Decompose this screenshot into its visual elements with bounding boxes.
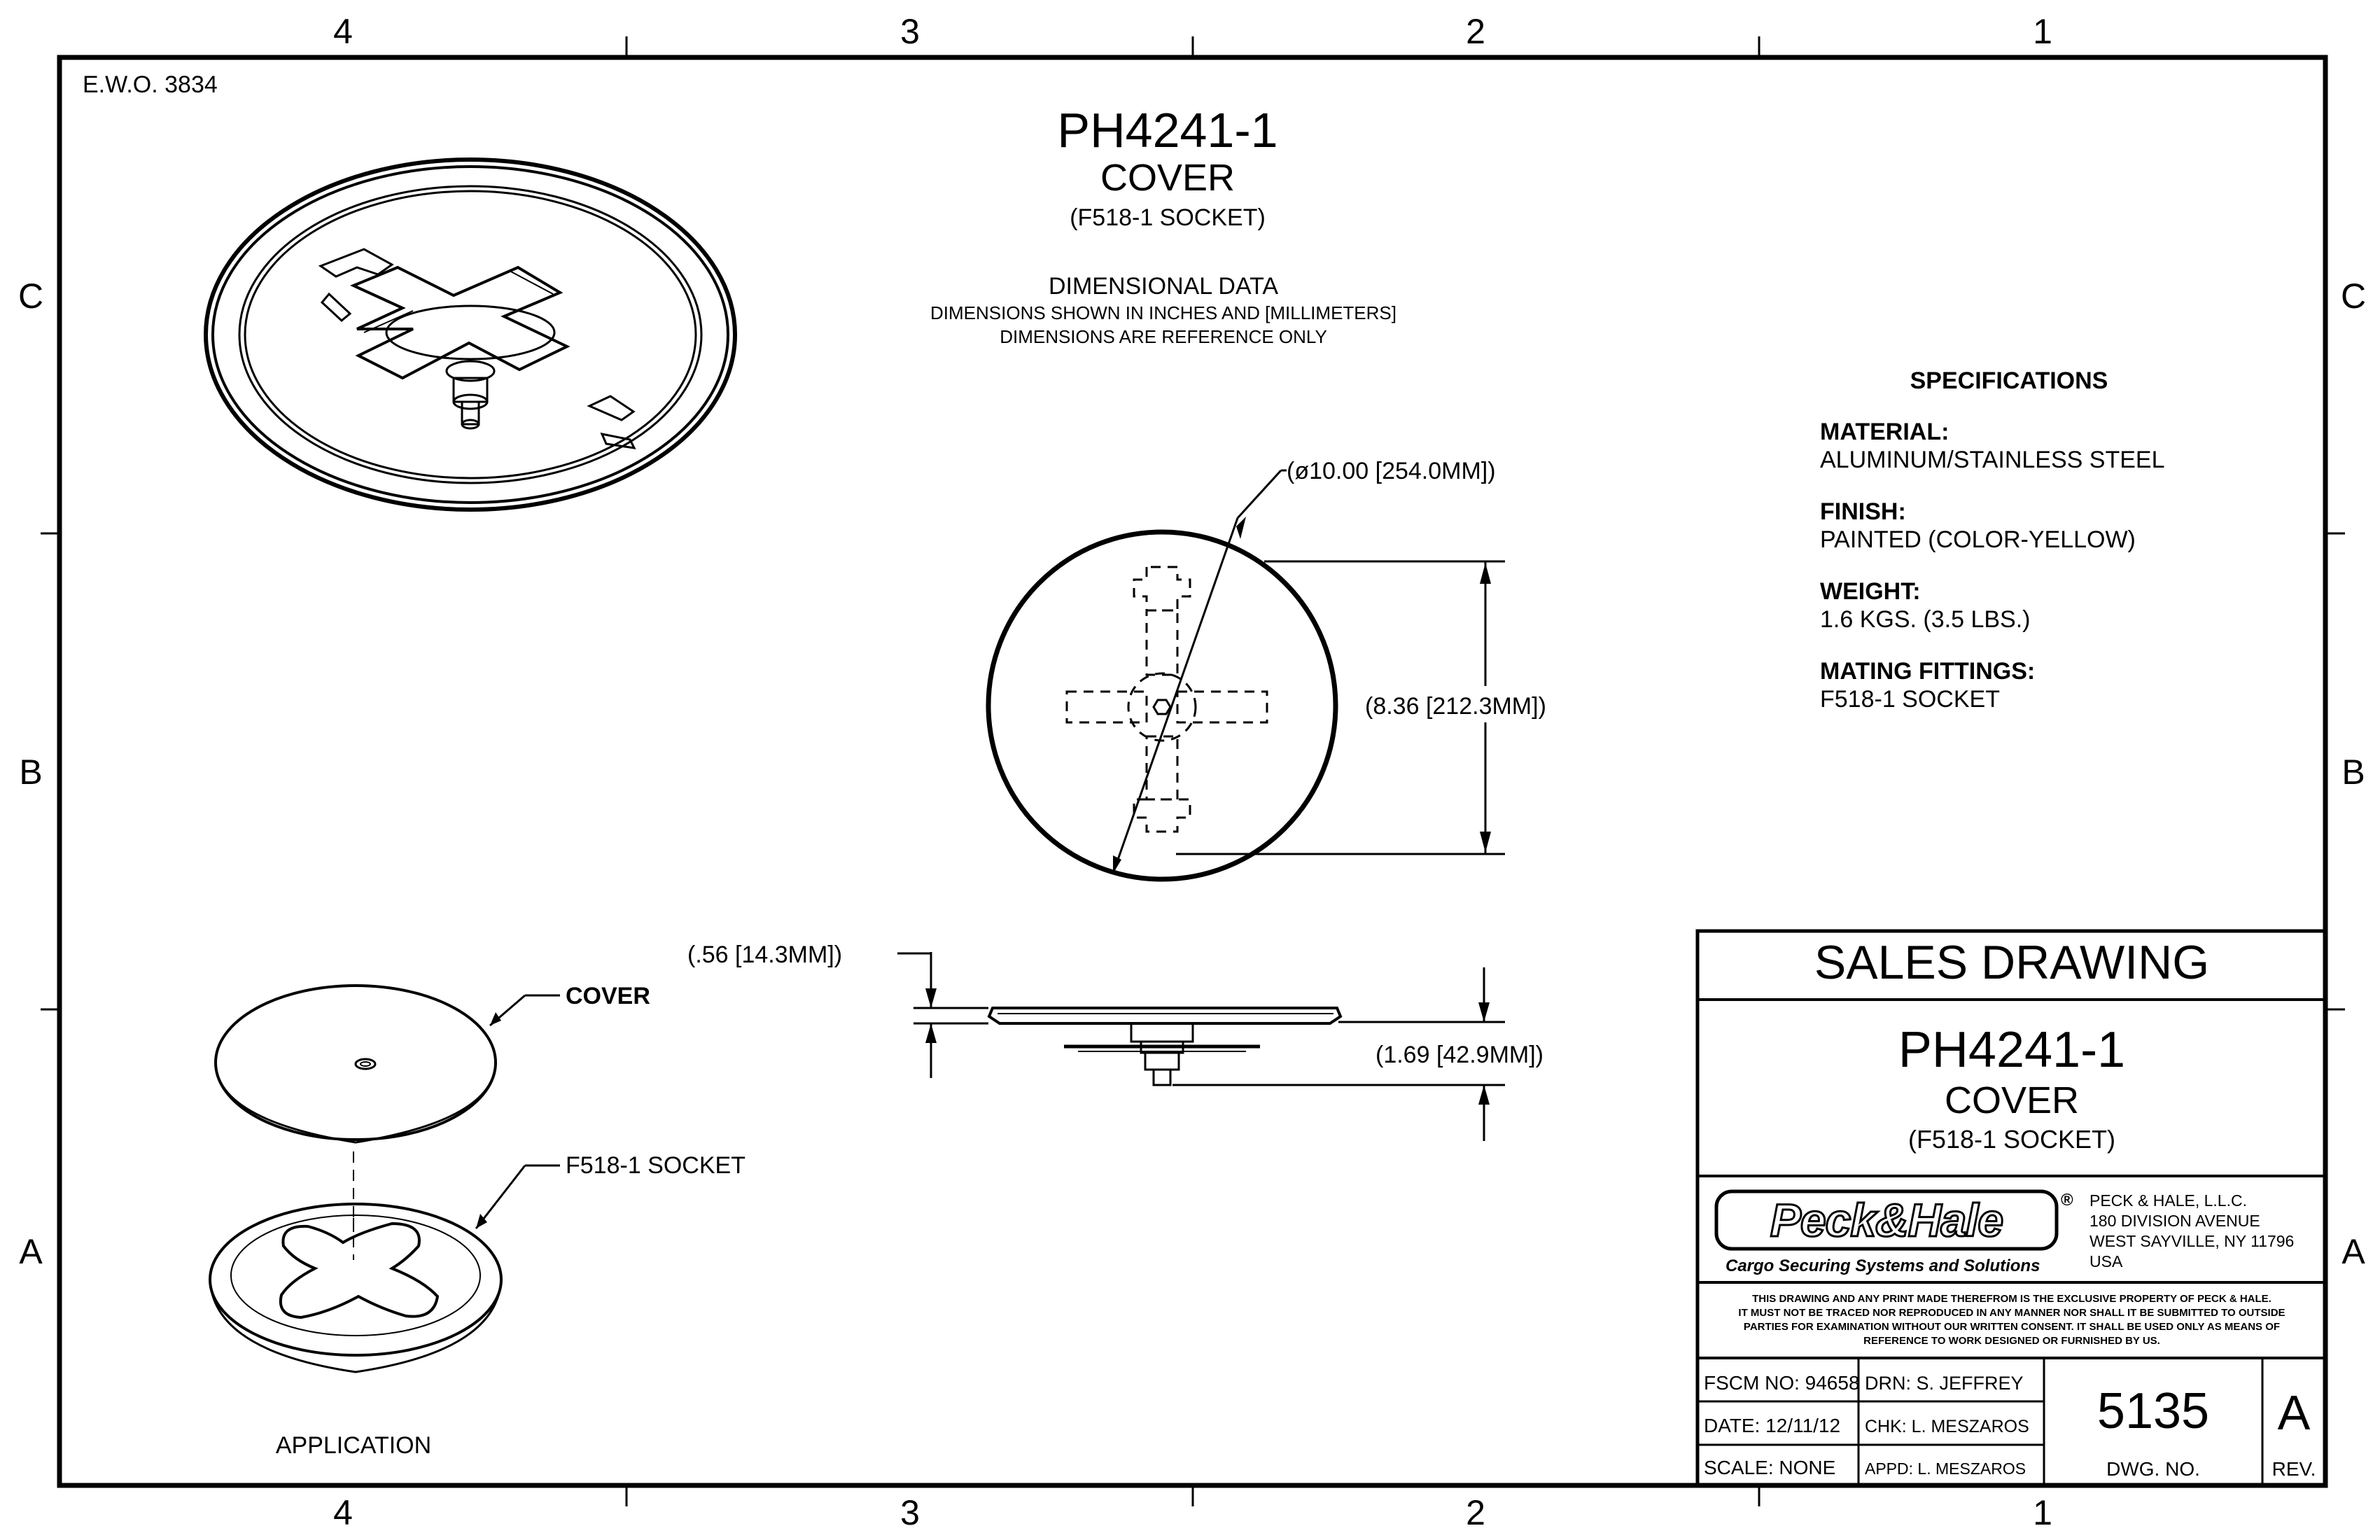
application-view: COVER F518-1 SOCKET APPLICATION [209, 983, 746, 1459]
tb-subtitle: (F518-1 SOCKET) [1908, 1125, 2115, 1154]
ewo-number: E.W.O. 3834 [83, 71, 218, 98]
overall-height-dimension: (1.69 [42.9MM]) [1376, 1042, 1544, 1068]
tb-checked: CHK: L. MESZAROS [1865, 1417, 2029, 1436]
tb-company-line4: USA [2090, 1252, 2123, 1270]
spec-mating-label: MATING FITTINGS: [1820, 658, 2035, 685]
zone-row-c-right: C [2341, 276, 2366, 316]
spec-material-value: ALUMINUM/STAINLESS STEEL [1820, 447, 2165, 473]
application-caption: APPLICATION [276, 1432, 431, 1459]
header-part-number: PH4241-1 [1057, 103, 1278, 158]
tb-notice-line4: REFERENCE TO WORK DESIGNED OR FURNISHED … [1863, 1335, 2160, 1347]
plate-thickness-dimension: (.56 [14.3MM]) [687, 941, 842, 968]
tb-drawn: DRN: S. JEFFREY [1865, 1373, 2024, 1394]
application-cover-label: COVER [566, 983, 650, 1009]
side-view: (.56 [14.3MM]) (1.69 [42.9MM]) [687, 941, 1544, 1141]
tb-rev: A [2278, 1385, 2311, 1440]
zone-col-1-top: 1 [2033, 12, 2052, 51]
header-part-name: COVER [1100, 157, 1235, 199]
zone-row-a-right: A [2342, 1232, 2365, 1271]
tb-approved: APPD: L. MESZAROS [1865, 1460, 2026, 1478]
tb-tagline: Cargo Securing Systems and Solutions [1726, 1256, 2040, 1275]
zone-col-2-top: 2 [1466, 12, 1485, 51]
zone-ticks [41, 36, 2345, 1506]
zone-row-b-right: B [2342, 752, 2365, 792]
zone-col-2-bottom: 2 [1466, 1493, 1485, 1532]
tb-scale: SCALE: NONE [1704, 1457, 1835, 1478]
spec-material-label: MATERIAL: [1820, 419, 1949, 445]
spec-mating-value: F518-1 SOCKET [1820, 686, 2000, 713]
zone-col-3-bottom: 3 [900, 1493, 920, 1532]
tb-company-line3: WEST SAYVILLE, NY 11796 [2090, 1232, 2294, 1250]
tb-notice-line3: PARTIES FOR EXAMINATION WITHOUT OUR WRIT… [1744, 1321, 2280, 1333]
tb-part-number: PH4241-1 [1898, 1022, 2125, 1078]
title-block: SALES DRAWING PH4241-1 COVER (F518-1 SOC… [1695, 929, 2328, 1488]
isometric-cover-view [204, 158, 737, 512]
peck-and-hale-logo: Peck&Hale ® [1714, 1189, 2073, 1251]
zone-row-b-left: B [19, 752, 42, 792]
tb-company-line1: PECK & HALE, L.L.C. [2090, 1191, 2247, 1210]
tb-rev-label: REV. [2272, 1458, 2316, 1480]
tb-dwg-no-label: DWG. NO. [2106, 1458, 2200, 1480]
tb-date: DATE: 12/11/12 [1704, 1415, 1840, 1436]
zone-row-a-left: A [19, 1232, 43, 1271]
slot-length-dimension: (8.36 [212.3MM]) [1365, 693, 1546, 720]
zone-row-c-left: C [18, 276, 43, 316]
application-socket-label: F518-1 SOCKET [566, 1152, 746, 1179]
tb-company-line2: 180 DIVISION AVENUE [2090, 1212, 2260, 1230]
specifications-title: SPECIFICATIONS [1910, 368, 2108, 394]
zone-col-3-top: 3 [900, 12, 920, 51]
zone-col-1-bottom: 1 [2033, 1493, 2052, 1532]
zone-col-4-bottom: 4 [333, 1493, 353, 1532]
tb-part-name: COVER [1945, 1079, 2079, 1121]
tb-notice-line1: THIS DRAWING AND ANY PRINT MADE THEREFRO… [1752, 1293, 2272, 1305]
dimensional-data-title: DIMENSIONAL DATA [1049, 273, 1278, 300]
logo-registered-mark: ® [2061, 1191, 2073, 1210]
logo-text: Peck&Hale [1770, 1194, 2003, 1246]
tb-notice-line2: IT MUST NOT BE TRACED NOR REPRODUCED IN … [1738, 1307, 2285, 1319]
tb-drawing-type: SALES DRAWING [1814, 936, 2209, 989]
zone-col-4-top: 4 [333, 12, 353, 51]
header-subtitle: (F518-1 SOCKET) [1070, 204, 1266, 231]
spec-weight-label: WEIGHT: [1820, 578, 1921, 605]
dimensional-data-line2: DIMENSIONS ARE REFERENCE ONLY [1000, 326, 1327, 347]
specifications-block: SPECIFICATIONS MATERIAL: ALUMINUM/STAINL… [1820, 368, 2165, 713]
diameter-dimension: (ø10.00 [254.0MM]) [1287, 458, 1496, 484]
spec-weight-value: 1.6 KGS. (3.5 LBS.) [1820, 606, 2030, 633]
spec-finish-value: PAINTED (COLOR-YELLOW) [1820, 526, 2136, 553]
dimensional-data-line1: DIMENSIONS SHOWN IN INCHES AND [MILLIMET… [930, 302, 1396, 323]
plan-view: (ø10.00 [254.0MM]) (8.36 [212.3MM]) [986, 458, 1609, 882]
spec-finish-label: FINISH: [1820, 498, 1906, 525]
tb-dwg-no: 5135 [2097, 1383, 2209, 1439]
tb-fscm: FSCM NO: 94658 [1704, 1372, 1860, 1394]
